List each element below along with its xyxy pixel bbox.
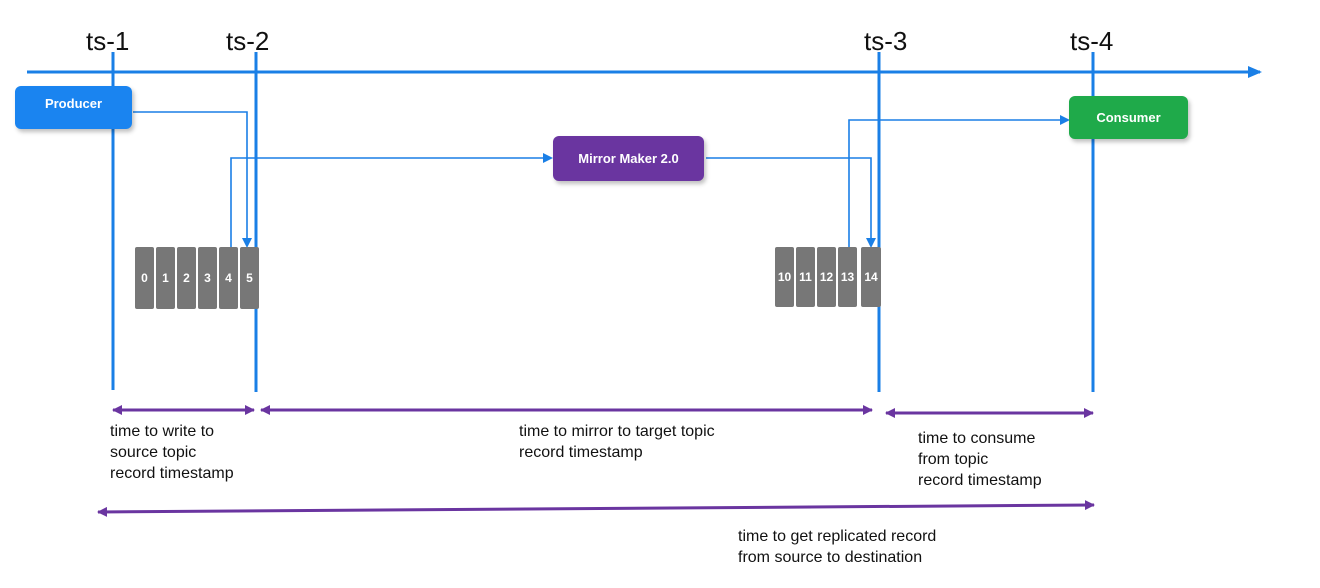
target-offset-cell: 11 <box>796 247 815 307</box>
total-interval-arrow <box>97 500 1095 517</box>
source-offset-cell: 1 <box>156 247 175 309</box>
mirror-to-target-arrow <box>706 157 876 248</box>
source-offset-cell: 2 <box>177 247 196 309</box>
source-to-mirror-arrow <box>230 153 553 247</box>
ts-1-label: ts-1 <box>86 26 130 56</box>
write-interval-line: time to write to <box>110 423 215 440</box>
producer-node: Producer <box>15 86 132 129</box>
source-offset-cell: 4 <box>219 247 238 309</box>
source-offset-cell: 0 <box>135 247 154 309</box>
source-offset-cell: 3 <box>198 247 217 309</box>
ts-2-label: ts-2 <box>226 26 270 56</box>
consume-interval-line: time to consume <box>918 430 1036 447</box>
consume-interval-line: record timestamp <box>918 472 1042 489</box>
consumer-node: Consumer <box>1069 96 1188 139</box>
target-offset-cell: 10 <box>775 247 794 307</box>
write-interval-line: record timestamp <box>110 465 234 482</box>
producer-to-source-arrow <box>133 111 252 248</box>
target-to-consumer-arrow <box>848 115 1070 247</box>
target-offset-cell: 13 <box>838 247 857 307</box>
write-interval-line: source topic <box>110 444 197 461</box>
total-interval-line: time to get replicated record <box>738 528 937 545</box>
mirror-maker-node: Mirror Maker 2.0 <box>553 136 704 181</box>
consume-interval-line: from topic <box>918 451 989 468</box>
mirror-interval-label: time to mirror to target topic record ti… <box>519 421 715 463</box>
ts-3-label: ts-3 <box>864 26 908 56</box>
target-offset-cell: 14 <box>861 247 881 307</box>
consume-interval-label: time to consume from topic record timest… <box>918 428 1042 491</box>
target-offset-cell: 12 <box>817 247 836 307</box>
mirror-interval-line: time to mirror to target topic <box>519 423 715 440</box>
mirror-interval-line: record timestamp <box>519 444 643 461</box>
write-interval-label: time to write to source topic record tim… <box>110 421 234 484</box>
total-interval-label: time to get replicated record from sourc… <box>738 526 936 568</box>
source-offset-cell: 5 <box>240 247 259 309</box>
total-interval-line: from source to destination <box>738 549 923 566</box>
ts-4-label: ts-4 <box>1070 26 1114 56</box>
